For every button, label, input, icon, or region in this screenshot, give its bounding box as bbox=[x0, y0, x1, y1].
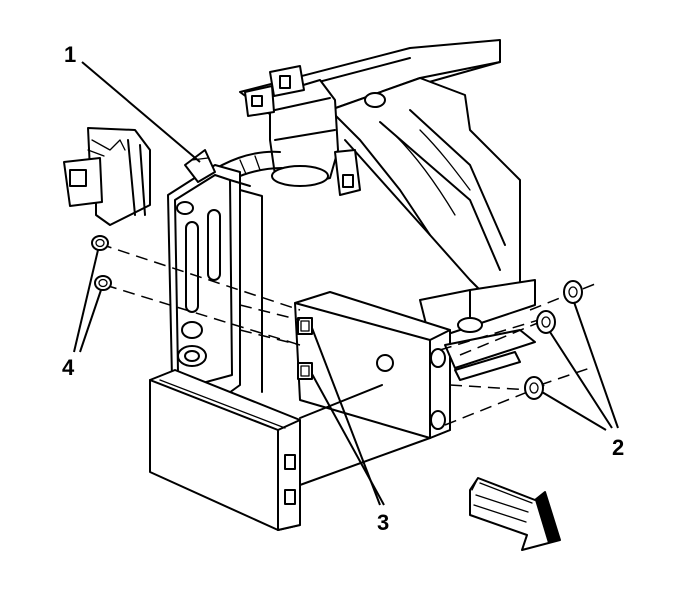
leader-1 bbox=[81, 61, 201, 163]
sensor-housing bbox=[244, 65, 361, 196]
nut-lower bbox=[94, 275, 112, 291]
alignment-lines bbox=[99, 243, 601, 426]
callout-2: 2 bbox=[612, 435, 624, 460]
callout-3: 3 bbox=[377, 510, 389, 535]
left-bracket bbox=[63, 127, 151, 226]
washer-middle bbox=[536, 310, 556, 334]
electronic-control-module bbox=[149, 369, 431, 531]
leader-2-middle bbox=[549, 331, 613, 429]
leader-4-lower bbox=[79, 289, 102, 353]
nut-upper bbox=[91, 235, 109, 251]
fasteners-2 bbox=[524, 280, 583, 400]
leader-4-upper bbox=[73, 249, 99, 353]
leader-2-lower bbox=[541, 391, 607, 431]
leader-2-upper bbox=[573, 301, 619, 429]
callout-4: 4 bbox=[62, 355, 75, 380]
leader-lines bbox=[73, 61, 619, 506]
module-mounting-frame bbox=[167, 149, 263, 399]
callout-1: 1 bbox=[64, 42, 76, 67]
washer-upper bbox=[563, 280, 583, 304]
module-carrier-bracket bbox=[294, 291, 536, 439]
washer-lower bbox=[524, 376, 544, 400]
mounting-nuts-4 bbox=[91, 235, 112, 291]
callouts: 1 2 3 4 bbox=[62, 42, 624, 535]
leader-3-lower bbox=[311, 373, 385, 506]
forward-direction-arrow bbox=[469, 477, 561, 551]
